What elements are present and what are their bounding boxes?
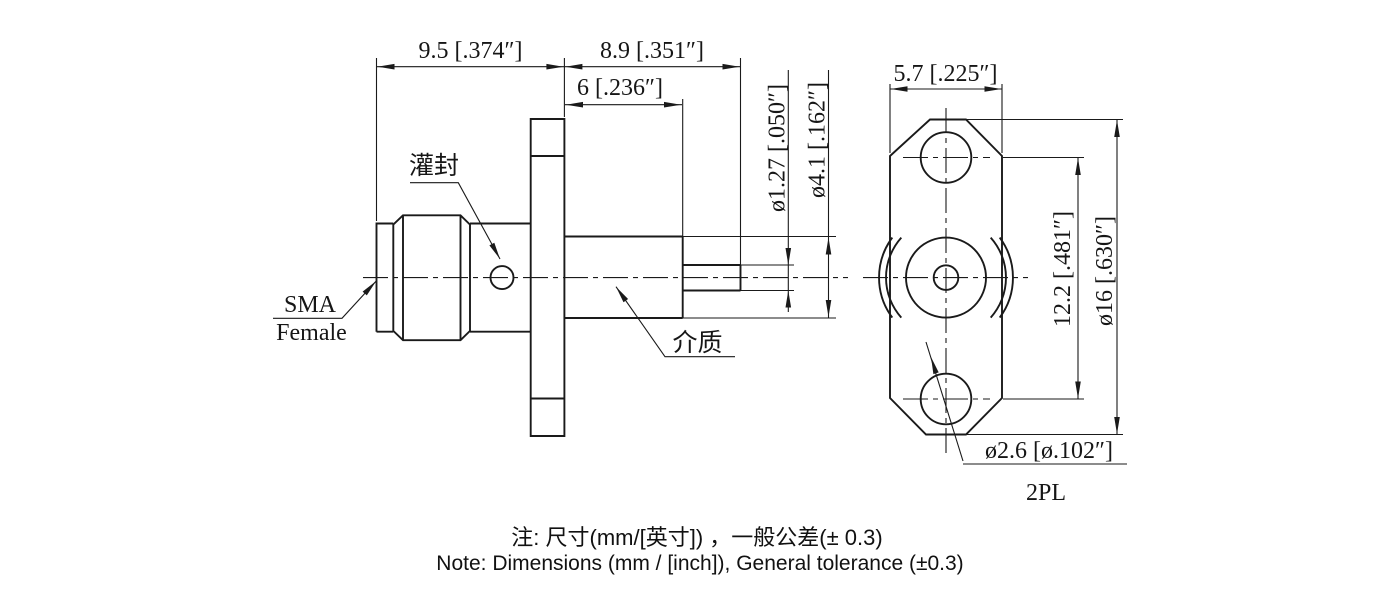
arrow-5-7-left [890, 86, 908, 92]
arrow-12-2-top [1075, 158, 1081, 175]
potting-leader-line [410, 182, 501, 260]
flange-view: 5.7 [.225″] 12.2 [.481″] ø16 [.630″] ø2.… [863, 61, 1127, 506]
extension-lines-12-2 [1003, 156, 1084, 400]
arrow-6-left [566, 101, 583, 108]
arrow-8-9-right [722, 63, 740, 70]
flange-view-dimension-lines [889, 84, 1127, 465]
flange-face-outline [889, 118, 1003, 436]
side-view-arrowheads [362, 63, 832, 317]
arrow-pin-dia-top [785, 248, 792, 265]
arrow-8-9-left [565, 63, 583, 70]
arrow-12-2-bottom [1075, 381, 1081, 399]
extension-lines-top [375, 58, 742, 265]
label-female: Female [276, 320, 347, 346]
center-pin-circle [932, 264, 960, 291]
arrow-dielectric-dia-bottom [825, 300, 832, 317]
dielectric-leader-line [615, 286, 735, 358]
lower-mounting-hole [919, 372, 973, 426]
sma-interface-stub-outline [375, 222, 394, 333]
arrow-dielectric-dia-top [825, 237, 832, 255]
dim-text-front-length: 9.5 [.374″] [419, 38, 523, 64]
dim-text-hole-spacing: 12.2 [.481″] [1050, 211, 1076, 327]
dim-text-hole-qty: 2PL [1026, 480, 1066, 506]
hex-nut-hidden-arcs [878, 236, 1014, 319]
extension-lines-16 [966, 118, 1123, 436]
dim-text-pin-dia: ø1.27 [.050″] [765, 84, 791, 212]
label-sma: SMA [284, 292, 337, 318]
arrow-9-5-left [377, 63, 395, 70]
dielectric-body-outline [564, 235, 684, 319]
potting-hole-circle [489, 265, 515, 291]
dim-text-flange-height: ø16 [.630″] [1092, 216, 1118, 326]
upper-mounting-hole [919, 131, 973, 184]
arrow-potting-leader [489, 242, 500, 259]
arrow-sma-leader [362, 281, 377, 296]
side-view: 9.5 [.374″] 8.9 [.351″] 6 [.236″] ø1.27 … [273, 38, 848, 437]
notes-block: 注: 尺寸(mm/[英寸]) ，一般公差(± 0.3) Note: Dimens… [436, 525, 963, 575]
arrow-6-right [664, 101, 681, 108]
arrow-hole-dia-leader [931, 357, 939, 375]
arrow-dielectric-leader [616, 286, 629, 303]
arrow-9-5-right [546, 63, 564, 70]
arrow-16-top [1114, 120, 1120, 137]
extension-lines-right [682, 235, 836, 319]
flange-view-arrowheads [890, 86, 1120, 434]
arrow-pin-dia-bottom [785, 290, 792, 308]
dim-text-hole-dia: ø2.6 [ø.102″] [985, 438, 1113, 464]
dim-text-rear-length: 8.9 [.351″] [600, 38, 704, 64]
flange-side-outline [529, 118, 566, 437]
arrow-16-bottom [1114, 417, 1120, 434]
dim-text-flange-width: 5.7 [.225″] [894, 61, 998, 87]
dim-text-dielectric-length: 6 [.236″] [577, 75, 663, 101]
arrow-5-7-right [984, 86, 1002, 92]
pin-tube-outline [682, 264, 742, 292]
label-potting: 灌封 [409, 152, 459, 180]
label-dielectric: 介质 [672, 329, 722, 357]
note-line-chinese: 注: 尺寸(mm/[英寸]) ，一般公差(± 0.3) [511, 525, 882, 550]
dim-text-dielectric-dia: ø4.1 [.162″] [805, 82, 831, 198]
center-body-circle [905, 236, 987, 319]
extension-lines-5-7 [889, 84, 1003, 153]
note-line-english: Note: Dimensions (mm / [inch]), General … [436, 552, 963, 575]
